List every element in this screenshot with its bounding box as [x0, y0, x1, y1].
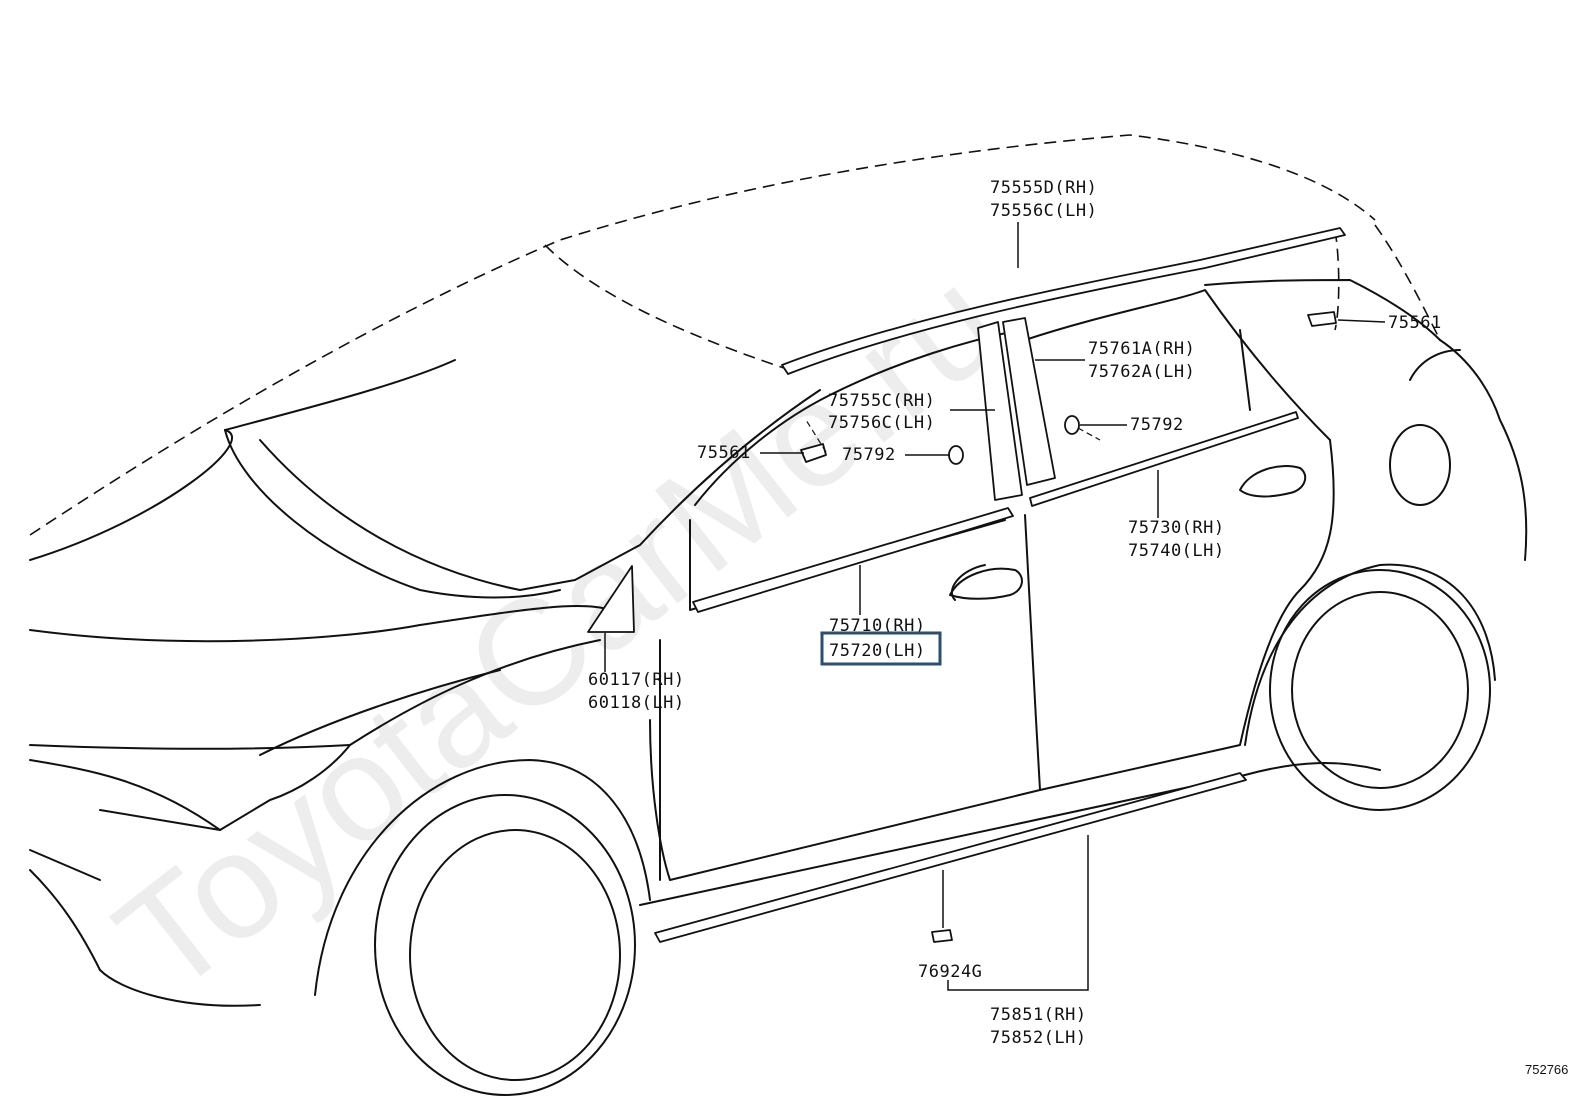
label-75762a-lh: 75762A(LH): [1088, 362, 1195, 382]
label-75740-lh: 75740(LH): [1128, 541, 1225, 561]
label-75755c-rh: 75755C(RH): [828, 391, 935, 411]
parts: [587, 227, 1346, 943]
roof-drip-moulding: [781, 227, 1346, 375]
label-75792-left: 75792: [842, 445, 896, 465]
callout-labels: 75555D(RH) 75556C(LH) 75561 75761A(RH) 7…: [588, 178, 1568, 1077]
label-75730-rh: 75730(RH): [1128, 518, 1225, 538]
front-corner-moulding: [587, 565, 635, 633]
label-75756c-lh: 75756C(LH): [828, 413, 935, 433]
pillar-garnish-front: [977, 321, 1023, 501]
label-75761a-rh: 75761A(RH): [1088, 339, 1195, 359]
label-76924g: 76924G: [918, 962, 982, 982]
rocker-moulding: [654, 772, 1247, 943]
clip-76924g: [931, 929, 953, 943]
label-75556c-lh: 75556C(LH): [990, 201, 1097, 221]
diagram-reference-number: 752766: [1525, 1062, 1568, 1077]
label-75561-right: 75561: [1388, 313, 1442, 333]
clip-75561-right: [1307, 311, 1337, 327]
label-75720-lh: 75720(LH): [829, 641, 926, 661]
label-60117-rh: 60117(RH): [588, 670, 685, 690]
label-75561-left: 75561: [697, 443, 751, 463]
clip-75792-left: [948, 445, 964, 465]
clip-75561-left: [800, 443, 827, 463]
label-75851-rh: 75851(RH): [990, 1005, 1087, 1025]
pillar-garnish-rear: [1002, 317, 1056, 486]
car-outline: [29, 134, 1528, 1096]
label-75852-lh: 75852(LH): [990, 1028, 1087, 1048]
highlight-box: [820, 631, 942, 666]
clip-75792-right: [1064, 415, 1080, 435]
label-75710-rh: 75710(RH): [829, 616, 926, 636]
label-75555d-rh: 75555D(RH): [990, 178, 1097, 198]
front-belt-moulding: [692, 507, 1014, 613]
leader-lines: [604, 222, 1386, 991]
label-75792-right: 75792: [1130, 415, 1184, 435]
label-60118-lh: 60118(LH): [588, 693, 685, 713]
rear-belt-moulding: [1029, 411, 1299, 507]
